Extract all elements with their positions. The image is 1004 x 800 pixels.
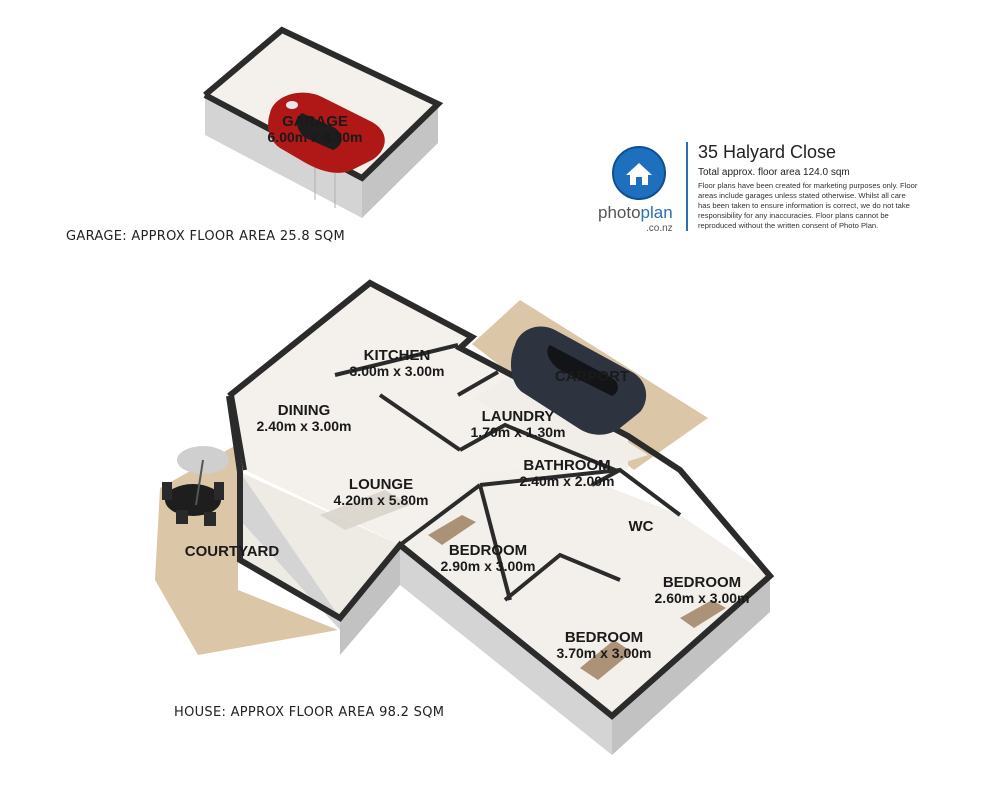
kitchen-name: KITCHEN bbox=[364, 347, 431, 364]
property-info: 35 Halyard Close Total approx. floor are… bbox=[686, 142, 920, 231]
courtyard-name: COURTYARD bbox=[185, 543, 280, 560]
lounge-name: LOUNGE bbox=[349, 476, 413, 493]
property-address: 35 Halyard Close bbox=[698, 142, 837, 162]
bedroom3-dims: 3.70m x 3.00m bbox=[557, 645, 652, 661]
furniture bbox=[320, 490, 726, 680]
brand-name-part1: photo bbox=[598, 203, 641, 222]
bedroom2-name: BEDROOM bbox=[663, 574, 741, 591]
carport-name: CARPORT bbox=[555, 368, 629, 385]
garage-area-caption: GARAGE: APPROX FLOOR AREA 25.8 SQM bbox=[66, 229, 346, 244]
bedroom3-name: BEDROOM bbox=[565, 629, 643, 646]
brand-logo: photoplan bbox=[598, 203, 673, 223]
bedroom2-dims: 2.60m x 3.00m bbox=[655, 590, 750, 606]
kitchen-dims: 3.00m x 3.00m bbox=[350, 363, 445, 379]
bathroom-dims: 2.40m x 2.00m bbox=[520, 473, 615, 489]
car-icon bbox=[268, 92, 385, 173]
house-icon bbox=[612, 146, 666, 200]
bedroom1-name: BEDROOM bbox=[449, 542, 527, 559]
brand-name-part2: plan bbox=[640, 203, 673, 222]
bedroom1-dims: 2.90m x 3.00m bbox=[441, 558, 536, 574]
garage-block bbox=[203, 26, 444, 218]
lounge-dims: 4.20m x 5.80m bbox=[334, 492, 429, 508]
suv-icon bbox=[510, 326, 647, 435]
dining-name: DINING bbox=[278, 402, 331, 419]
total-area: Total approx. floor area 124.0 sqm bbox=[698, 167, 850, 178]
dining-dims: 2.40m x 3.00m bbox=[257, 418, 352, 434]
outdoor-table-icon bbox=[162, 446, 229, 526]
garage-dims: 6.00m x 4.30m bbox=[268, 129, 363, 145]
exterior-walls bbox=[226, 279, 775, 755]
laundry-name: LAUNDRY bbox=[482, 408, 555, 425]
brand-domain: .co.nz bbox=[646, 223, 673, 234]
house-area-caption: HOUSE: APPROX FLOOR AREA 98.2 SQM bbox=[174, 705, 445, 720]
wc-name: WC bbox=[629, 518, 654, 535]
bathroom-name: BATHROOM bbox=[523, 457, 610, 474]
disclaimer: Floor plans have been created for market… bbox=[698, 181, 918, 230]
laundry-dims: 1.70m x 1.30m bbox=[471, 424, 566, 440]
garage-name: GARAGE bbox=[282, 113, 348, 130]
